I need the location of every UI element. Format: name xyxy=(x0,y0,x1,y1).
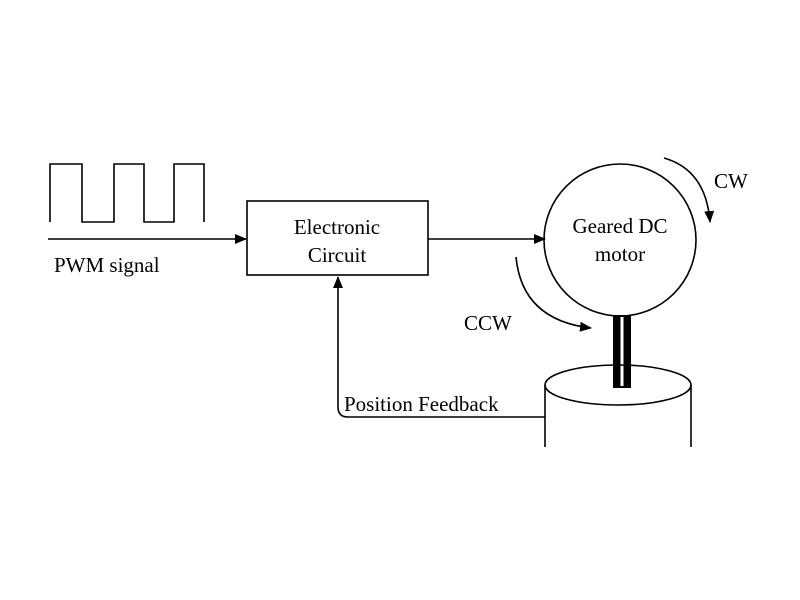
electronic-circuit-label-line1: Electronic xyxy=(294,215,380,239)
ccw-rotation-arrow xyxy=(515,256,592,332)
cw-rotation-arrow xyxy=(663,157,715,223)
electronic-circuit-label-line2: Circuit xyxy=(308,243,366,267)
pwm-signal-label: PWM signal xyxy=(54,253,160,277)
geared-dc-motor xyxy=(543,163,697,317)
electronic-circuit-block xyxy=(246,200,429,276)
position-feedback-label: Position Feedback xyxy=(344,392,499,416)
motor-label-line1: Geared DC xyxy=(572,214,667,238)
cw-label: CW xyxy=(714,169,748,193)
motor-label-line2: motor xyxy=(595,242,645,266)
ccw-label: CCW xyxy=(464,311,512,335)
position-feedback-arrow xyxy=(333,276,545,418)
pwm-waveform xyxy=(49,163,205,223)
